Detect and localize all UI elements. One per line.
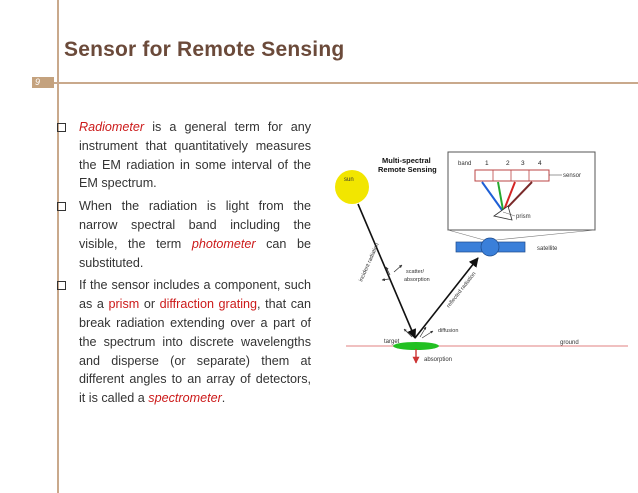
satellite-right-panel — [496, 241, 526, 253]
bullet-text: If the sensor includes a component, such… — [79, 278, 311, 312]
band-3-ray — [503, 181, 516, 211]
bullet-box-icon — [57, 123, 66, 132]
band-label: band — [458, 161, 471, 167]
title-underline — [38, 82, 638, 84]
prism-label: prism — [516, 214, 531, 220]
bullet-list: Radiometer is a general term for any ins… — [57, 118, 311, 412]
term-diffraction-grating: diffraction grating — [159, 297, 258, 312]
sensor-label: sensor — [563, 173, 581, 179]
diffusion-label: diffusion — [438, 328, 458, 334]
term-radiometer: Radiometer — [79, 120, 145, 134]
diagram-title-1: Multi-spectral — [382, 156, 431, 165]
target-label: target — [384, 339, 400, 345]
remote-sensing-diagram: Multi-spectral Remote Sensing band 1 2 3… — [335, 151, 628, 364]
detector-array — [474, 169, 550, 182]
incident-label: incident radiation — [358, 242, 380, 282]
sun-icon — [335, 170, 369, 204]
bullet-text: or — [139, 297, 160, 312]
ground-label: ground — [560, 340, 579, 346]
bullet-spectrometer: If the sensor includes a component, such… — [57, 276, 311, 408]
reflected-label: reflected radiation — [446, 271, 478, 309]
diagram-title-2: Remote Sensing — [378, 165, 437, 174]
sensor-box — [447, 151, 596, 231]
bullet-box-icon — [57, 202, 66, 212]
vertical-accent-line — [57, 0, 59, 493]
band-number-3: 3 — [521, 160, 525, 167]
term-photometer: photometer — [191, 236, 256, 251]
bullet-box-icon — [57, 281, 66, 291]
slide-number: 9 — [32, 77, 54, 88]
slide-title: Sensor for Remote Sensing — [64, 38, 345, 61]
absorption-label: absorption — [424, 357, 452, 363]
term-prism: prism — [108, 297, 140, 312]
sun-label: sun — [344, 177, 354, 183]
satellite-body — [480, 237, 500, 257]
bullet-text: is a general term for any instrument tha… — [79, 120, 311, 191]
prism-shape — [493, 205, 513, 221]
target-area — [393, 342, 439, 350]
band-2-ray — [497, 181, 504, 211]
reflected-ray — [414, 257, 479, 339]
term-spectrometer: spectrometer — [148, 391, 222, 406]
band-number-1: 1 — [485, 160, 489, 167]
bullet-text: When the radiation is light from the nar… — [79, 199, 311, 251]
bullet-text: , that can break radiation extending ove… — [79, 297, 311, 406]
band-1-ray — [481, 181, 503, 211]
satellite-left-panel — [455, 241, 484, 253]
absorption-scatter-label: absorption — [404, 277, 430, 283]
bullet-radiometer: Radiometer is a general term for any ins… — [57, 118, 311, 193]
band-number-2: 2 — [506, 160, 510, 167]
satellite-label: satellite — [537, 246, 558, 252]
scatter-label: scatter/ — [406, 269, 425, 275]
band-4-ray — [504, 181, 533, 211]
bullet-text: can be substituted. — [79, 236, 312, 270]
bullet-text: . — [221, 391, 226, 406]
band-number-4: 4 — [538, 160, 542, 167]
incident-ray — [357, 203, 417, 339]
bullet-photometer: When the radiation is light from the nar… — [57, 197, 311, 272]
